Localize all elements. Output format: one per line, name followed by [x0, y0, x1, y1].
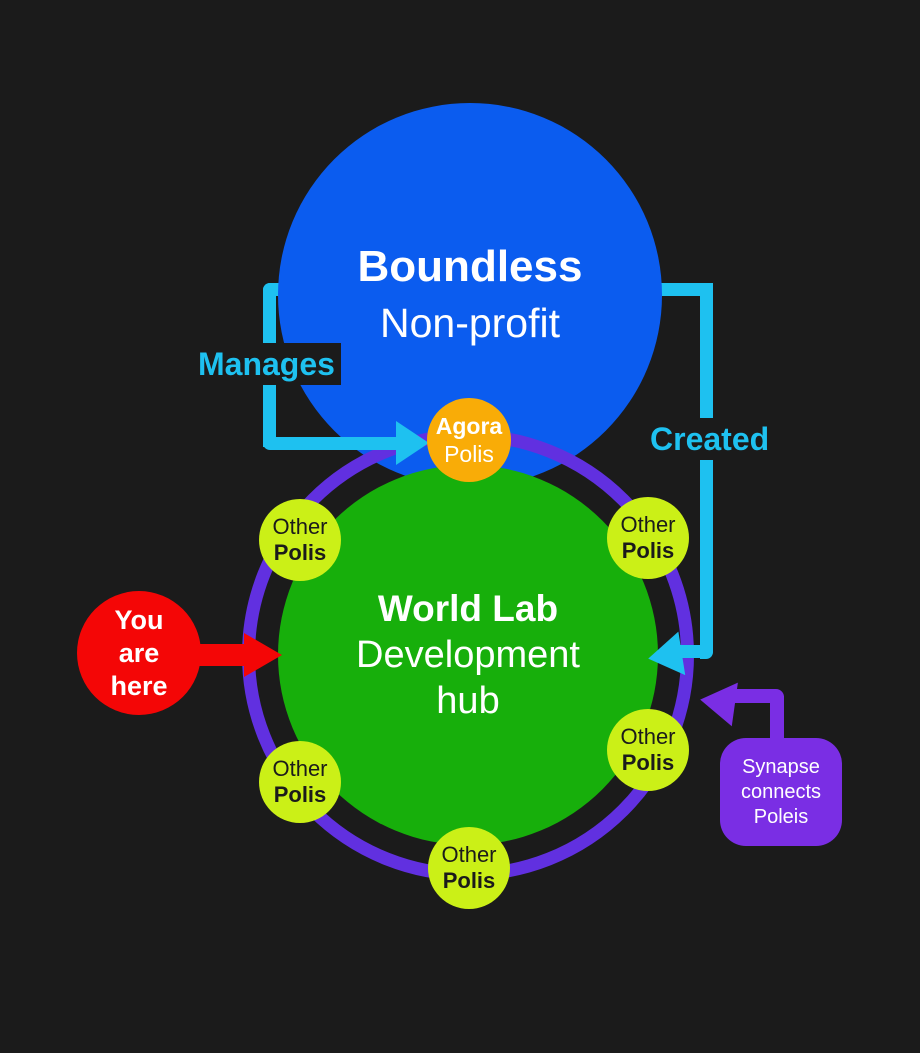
you-are-here-arrowhead-icon	[244, 633, 282, 677]
other-polis-line2: Polis	[621, 538, 675, 563]
agora-polis-line1: Agora	[435, 413, 503, 439]
agora-polis-node: Agora Polis	[427, 398, 511, 482]
other-polis-line1: Other	[441, 842, 497, 867]
synapse-note-line3: Poleis	[753, 805, 809, 828]
synapse-note: Synapse connects Poleis	[720, 738, 842, 846]
synapse-arrow-shaft	[724, 689, 784, 703]
you-are-here-line3: here	[110, 670, 168, 701]
manages-arrowhead-icon	[396, 421, 429, 465]
you-are-here-marker: You are here	[77, 591, 201, 715]
manages-label: Manages	[192, 343, 341, 385]
synapse-arrow-vertical-segment	[770, 696, 784, 742]
other-polis-line1: Other	[620, 724, 676, 749]
other-polis-line1: Other	[620, 512, 676, 537]
other-polis-line1: Other	[272, 514, 328, 539]
synapse-note-line1: Synapse	[742, 755, 820, 778]
created-arrow-vertical-segment	[700, 283, 713, 659]
manages-arrow-shaft	[263, 437, 397, 450]
you-are-here-line2: are	[118, 637, 160, 668]
other-polis-line2: Polis	[273, 782, 327, 807]
you-are-here-arrow-shaft	[198, 644, 246, 666]
other-polis-node-bottom-center: Other Polis	[428, 827, 510, 909]
other-polis-node-top-left: Other Polis	[259, 499, 341, 581]
other-polis-line2: Polis	[621, 750, 675, 775]
synapse-note-line2: connects	[740, 780, 822, 803]
created-arrow-start-segment	[652, 283, 713, 296]
you-are-here-line1: You	[114, 604, 164, 635]
other-polis-line2: Polis	[442, 868, 496, 893]
other-polis-node-bottom-left: Other Polis	[259, 741, 341, 823]
boundless-circle: Boundless Non-profit	[278, 103, 662, 487]
other-polis-line2: Polis	[273, 540, 327, 565]
boundless-title: Boundless	[357, 242, 583, 291]
other-polis-node-top-right: Other Polis	[607, 497, 689, 579]
agora-polis-line2: Polis	[444, 441, 494, 467]
boundless-subtitle: Non-profit	[379, 300, 560, 346]
synapse-arrowhead-icon	[697, 677, 738, 727]
other-polis-line1: Other	[272, 756, 328, 781]
other-polis-node-bottom-right: Other Polis	[607, 709, 689, 791]
created-label: Created	[644, 418, 776, 460]
created-arrowhead-icon	[644, 631, 686, 681]
created-arrow-shaft	[668, 645, 713, 658]
